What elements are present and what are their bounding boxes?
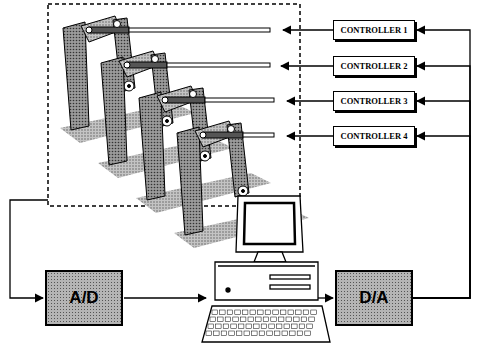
node-label: CONTROLLER 3 bbox=[341, 96, 408, 106]
signal-connector bbox=[413, 101, 470, 298]
controller-box: CONTROLLER 4 bbox=[333, 126, 415, 146]
node-label: D/A bbox=[359, 288, 388, 308]
actuator-arrows bbox=[281, 30, 333, 136]
signal-arrow bbox=[318, 297, 333, 298]
signal-arrow bbox=[124, 297, 206, 298]
signal-connector bbox=[413, 136, 470, 298]
node-label: CONTROLLER 1 bbox=[341, 25, 408, 35]
controller-box: CONTROLLER 1 bbox=[333, 20, 415, 40]
signal-connector bbox=[413, 30, 470, 298]
robot-enclosure bbox=[48, 4, 300, 206]
converter-box: A/D bbox=[45, 270, 123, 326]
feedback-wire bbox=[10, 200, 48, 298]
controller-box: CONTROLLER 3 bbox=[333, 91, 415, 111]
computer-icon bbox=[202, 196, 330, 342]
signal-connector bbox=[413, 66, 470, 298]
node-label: CONTROLLER 2 bbox=[341, 61, 408, 71]
controller-box: CONTROLLER 2 bbox=[333, 56, 415, 76]
node-label: A/D bbox=[69, 288, 98, 308]
robot-arm bbox=[136, 86, 274, 213]
converter-box: D/A bbox=[335, 270, 413, 326]
node-label: CONTROLLER 4 bbox=[341, 131, 408, 141]
robot-arms bbox=[60, 16, 309, 248]
